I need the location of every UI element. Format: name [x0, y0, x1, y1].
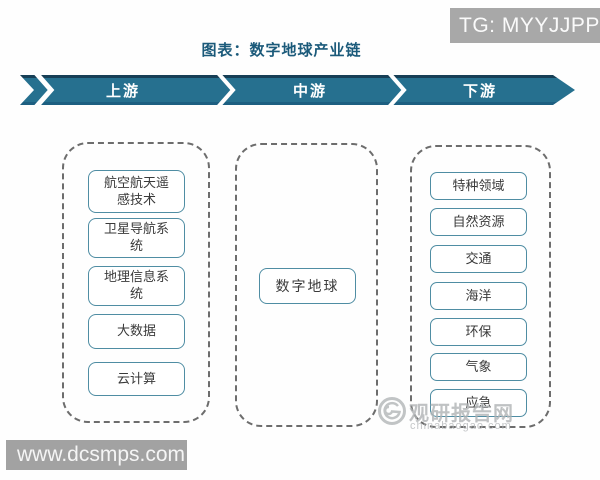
chart-title: 图表：数字地球产业链 [201, 42, 362, 59]
band-chevron-separator [387, 75, 407, 105]
downstream-item-box: 环保 [430, 318, 527, 346]
site-watermark-bar: www.dcsmps.com [6, 440, 187, 470]
upstream-item-box: 地理信息系统 [88, 266, 185, 306]
band-chevron-separator [34, 75, 55, 105]
midstream-container [235, 143, 378, 427]
downstream-container [410, 145, 551, 428]
upstream-item-box: 航空航天遥感技术 [88, 170, 185, 213]
flow-band: 上游 中游 下游 [20, 75, 575, 105]
upstream-item-box: 云计算 [88, 362, 185, 396]
midstream-item-box: 数字地球 [259, 268, 356, 304]
downstream-item-box: 特种领域 [430, 172, 527, 200]
downstream-item-box: 自然资源 [430, 208, 527, 236]
downstream-item-box: 海洋 [430, 282, 527, 310]
downstream-item-box: 交通 [430, 245, 527, 273]
band-segment-upstream: 上游 [105, 82, 141, 100]
downstream-item-box: 气象 [430, 353, 527, 381]
upstream-container [62, 142, 210, 423]
site-watermark-text: www.dcsmps.com [17, 443, 186, 466]
band-chevron-separator [216, 75, 236, 105]
band-segment-downstream: 下游 [462, 82, 498, 100]
brand-logo-icon [378, 397, 406, 425]
band-segment-midstream: 中游 [292, 82, 328, 100]
telegram-watermark-badge: TG: MYYJJPP [450, 8, 600, 43]
downstream-item-box: 应急 [430, 389, 527, 417]
upstream-item-box: 卫星导航系统 [88, 218, 185, 258]
upstream-item-box: 大数据 [88, 314, 185, 349]
telegram-badge-text: TG: MYYJJPP [459, 13, 600, 37]
